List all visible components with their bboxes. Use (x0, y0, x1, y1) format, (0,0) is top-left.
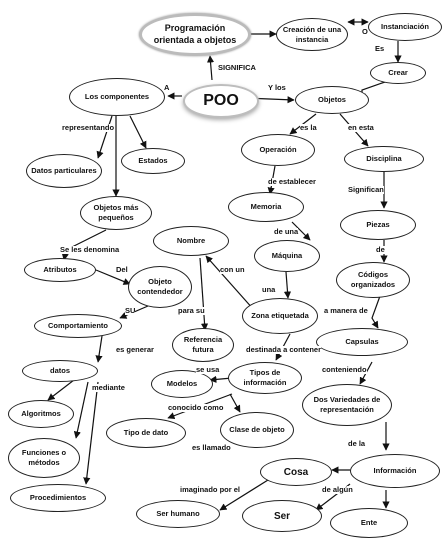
link-label: en esta (348, 123, 374, 132)
link-label: se usa (196, 365, 220, 374)
link-label: representando (62, 123, 115, 132)
node-referencia: Referencia futura (172, 328, 234, 362)
node-tipos-info: Tipos de información (228, 362, 302, 394)
link-label: mediante (92, 383, 125, 392)
link-label: A (164, 83, 170, 92)
edge-maquina-zona (283, 271, 292, 299)
node-cosa: Cosa (260, 458, 332, 486)
link-label: para su (178, 306, 205, 315)
node-componentes: Los componentes (69, 78, 165, 116)
node-operacion: Operación (241, 134, 315, 166)
node-algoritmos: Algoritmos (8, 400, 74, 428)
node-clase-objeto: Clase de objeto (220, 412, 294, 448)
link-label: Se les denomina (60, 245, 120, 254)
node-zona: Zona etiquetada (242, 298, 318, 334)
edge-zona-nombre (205, 255, 255, 311)
node-datos: datos (22, 360, 98, 382)
node-instanciacion: Instanciación (368, 13, 442, 41)
link-label: de establecer (268, 177, 316, 186)
node-objetos: Objetos (295, 86, 369, 114)
edge-nombre-referencia (199, 257, 209, 331)
node-datos-particulares: Datos particulares (26, 154, 102, 188)
node-poo: POO (183, 84, 259, 118)
node-piezas: Piezas (340, 210, 416, 240)
node-objetos-pequenos: Objetos más pequeños (80, 196, 152, 230)
edge-componentes-datos (96, 115, 113, 159)
edge-datos-funciones (73, 381, 89, 439)
node-variedades: Dos Variedades de representación (302, 384, 392, 426)
node-crear: Crear (370, 62, 426, 84)
link-label: Del (116, 265, 128, 274)
link-label: una (262, 285, 276, 294)
node-tipo-dato: Tipo de dato (106, 418, 186, 448)
node-ser-humano: Ser humano (136, 500, 220, 528)
link-label: Significan (348, 185, 384, 194)
edge-atributos-contenedor (95, 269, 131, 285)
node-estados: Estados (121, 148, 185, 174)
node-ente: Ente (330, 508, 408, 538)
link-label: es la (300, 123, 317, 132)
edge-codigos-capsulas (371, 295, 381, 329)
link-label: con un (220, 265, 245, 274)
edge-comportamiento-datos (95, 335, 103, 363)
node-funciones: Funciones o métodos (8, 438, 80, 478)
link-label: SIGNIFICA (218, 63, 256, 72)
node-informacion: Información (350, 454, 440, 488)
link-label: de (376, 245, 385, 254)
node-modelos: Modelos (151, 370, 213, 398)
node-codigos: Códigos organizados (336, 262, 410, 298)
node-capsulas: Capsulas (316, 328, 408, 356)
link-label: imaginado por el (180, 485, 241, 494)
node-procedimientos: Procedimientos (10, 484, 106, 512)
node-disciplina: Disciplina (344, 146, 424, 172)
node-ser: Ser (242, 500, 322, 532)
link-label: es generar (116, 345, 154, 354)
link-label: de algún (322, 485, 353, 494)
node-nombre: Nombre (153, 226, 229, 256)
link-label: de la (348, 439, 366, 448)
edge-poo-programacion (206, 55, 215, 81)
edge-componentes-estados (129, 115, 147, 149)
link-label: destinada a contener (246, 345, 322, 354)
link-label: es llamado (192, 443, 231, 452)
link-label: conocido como (168, 403, 224, 412)
node-maquina: Máquina (254, 240, 320, 272)
link-label: SU (125, 306, 136, 315)
edge-tipos-clase (229, 393, 241, 413)
link-label: O (362, 27, 368, 36)
edge-memoria-maquina (291, 221, 311, 241)
node-atributos: Atributos (24, 258, 96, 282)
node-memoria: Memoria (228, 192, 304, 222)
link-label: Y los (268, 83, 286, 92)
link-label: de una (274, 227, 299, 236)
node-programacion: Programación orientada a objetos (139, 13, 251, 56)
edge-cosa-serhumano (219, 479, 269, 511)
link-label: conteniendo (322, 365, 367, 374)
link-label: a manera de (324, 306, 368, 315)
node-comportamiento: Comportamiento (34, 314, 122, 338)
node-objeto-contenedor: Objeto contendedor (128, 266, 192, 308)
edge-datos-procedimientos (83, 381, 99, 485)
edge-datos-algoritmos (47, 379, 75, 401)
node-creacion: Creación de una instancia (276, 18, 348, 51)
link-label: Es (375, 44, 385, 53)
